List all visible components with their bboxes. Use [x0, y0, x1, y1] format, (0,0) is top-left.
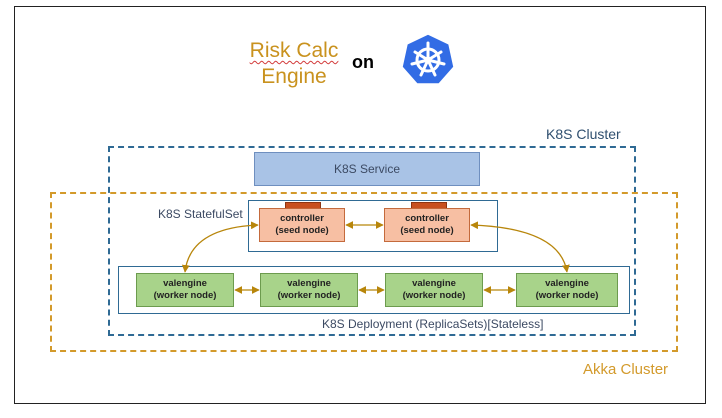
- controller-node: controller (seed node): [259, 208, 345, 242]
- deployment-label: K8S Deployment (ReplicaSets)[Stateless]: [322, 317, 544, 331]
- k8s-cluster-label: K8S Cluster: [546, 126, 621, 142]
- title-line2: Engine: [261, 65, 327, 88]
- diagram-frame: [14, 6, 706, 404]
- worker-node-role: (worker node): [277, 290, 341, 301]
- statefulset-label: K8S StatefulSet: [158, 207, 243, 221]
- worker-node: valengine (worker node): [260, 273, 358, 307]
- worker-node-name: valengine: [545, 278, 589, 289]
- kubernetes-logo-icon: [401, 33, 455, 85]
- controller-node-role: (seed node): [275, 225, 329, 236]
- diagram-title: Risk Calc Engine: [244, 38, 344, 90]
- link-arrow: [470, 221, 570, 273]
- worker-node: valengine (worker node): [385, 273, 483, 307]
- k8s-cluster-boundary: [108, 146, 636, 336]
- controller-node: controller (seed node): [384, 208, 470, 242]
- link-arrow: [181, 221, 259, 273]
- worker-node-name: valengine: [412, 278, 456, 289]
- controller-node-name: controller: [405, 213, 449, 224]
- worker-node: valengine (worker node): [516, 273, 618, 307]
- worker-node: valengine (worker node): [136, 273, 234, 307]
- worker-node-name: valengine: [163, 278, 207, 289]
- k8s-service-label: K8S Service: [333, 162, 401, 176]
- k8s-service-box: K8S Service: [254, 152, 480, 186]
- worker-node-role: (worker node): [153, 290, 217, 301]
- akka-cluster-label: Akka Cluster: [583, 361, 669, 378]
- deployment-boundary: [118, 266, 630, 314]
- title-connector: on: [352, 52, 374, 72]
- worker-node-role: (worker node): [402, 290, 466, 301]
- akka-cluster-boundary: [50, 192, 678, 352]
- worker-node-name: valengine: [287, 278, 331, 289]
- controller-node-name: controller: [280, 213, 324, 224]
- worker-node-role: (worker node): [535, 290, 599, 301]
- title-line1: Risk Calc: [249, 39, 339, 62]
- controller-node-role: (seed node): [400, 225, 454, 236]
